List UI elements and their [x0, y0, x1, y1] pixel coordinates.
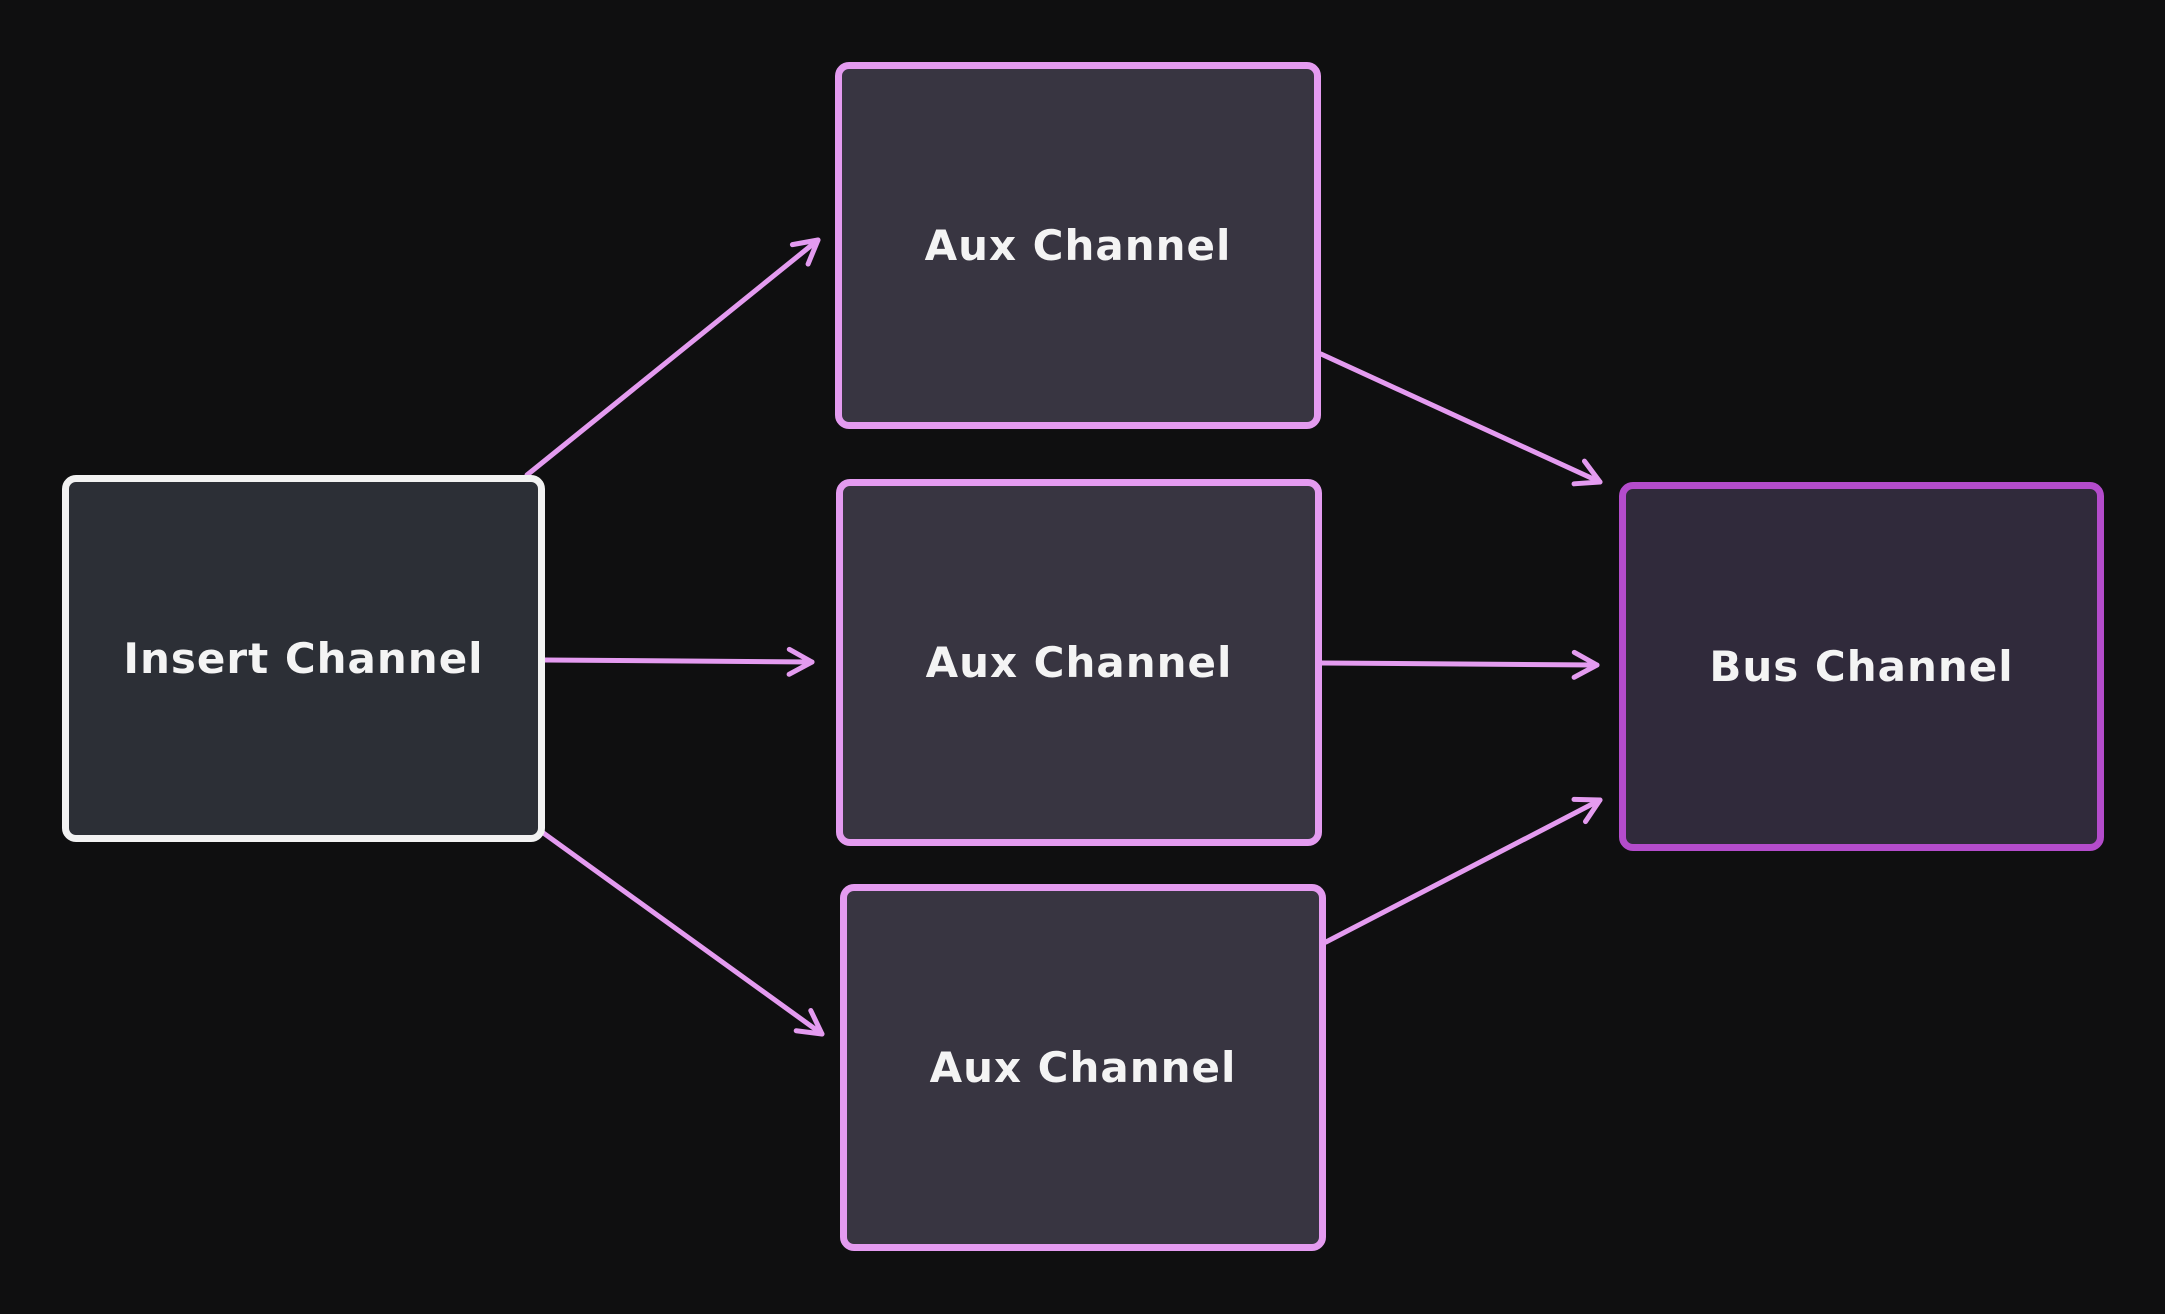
- arrowhead-icon: [789, 237, 821, 267]
- bus-channel-label: Bus Channel: [1709, 642, 2014, 691]
- arrowhead-icon: [1571, 796, 1603, 825]
- insert-channel-node: Insert Channel: [62, 475, 545, 842]
- aux-channel-node-1: Aux Channel: [835, 62, 1321, 429]
- edge-line: [1318, 351, 1603, 485]
- edge-line: [542, 657, 815, 665]
- bus-channel-node: Bus Channel: [1619, 482, 2104, 851]
- aux-channel-node-3: Aux Channel: [840, 884, 1326, 1251]
- aux-channel-label-1: Aux Channel: [924, 221, 1232, 270]
- edge-aux-1-to-bus: [1318, 351, 1603, 487]
- edge-aux-3-to-bus: [1323, 796, 1603, 945]
- edge-insert-to-aux-2: [542, 646, 815, 677]
- aux-channel-label-2: Aux Channel: [925, 638, 1233, 687]
- aux-channel-label-3: Aux Channel: [929, 1043, 1237, 1092]
- insert-channel-label: Insert Channel: [123, 634, 484, 683]
- arrowhead-icon: [793, 1008, 825, 1037]
- arrowhead-icon: [786, 646, 815, 677]
- edge-aux-2-to-bus: [1319, 649, 1600, 680]
- aux-channel-node-2: Aux Channel: [836, 479, 1322, 846]
- arrowhead-icon: [1571, 649, 1600, 680]
- edge-line: [1319, 660, 1600, 668]
- edge-line: [539, 829, 825, 1037]
- edge-line: [1323, 797, 1603, 945]
- arrowhead-icon: [1571, 458, 1603, 487]
- edge-insert-to-aux-1: [524, 237, 821, 478]
- edge-insert-to-aux-3: [539, 829, 825, 1037]
- edge-line: [524, 237, 821, 478]
